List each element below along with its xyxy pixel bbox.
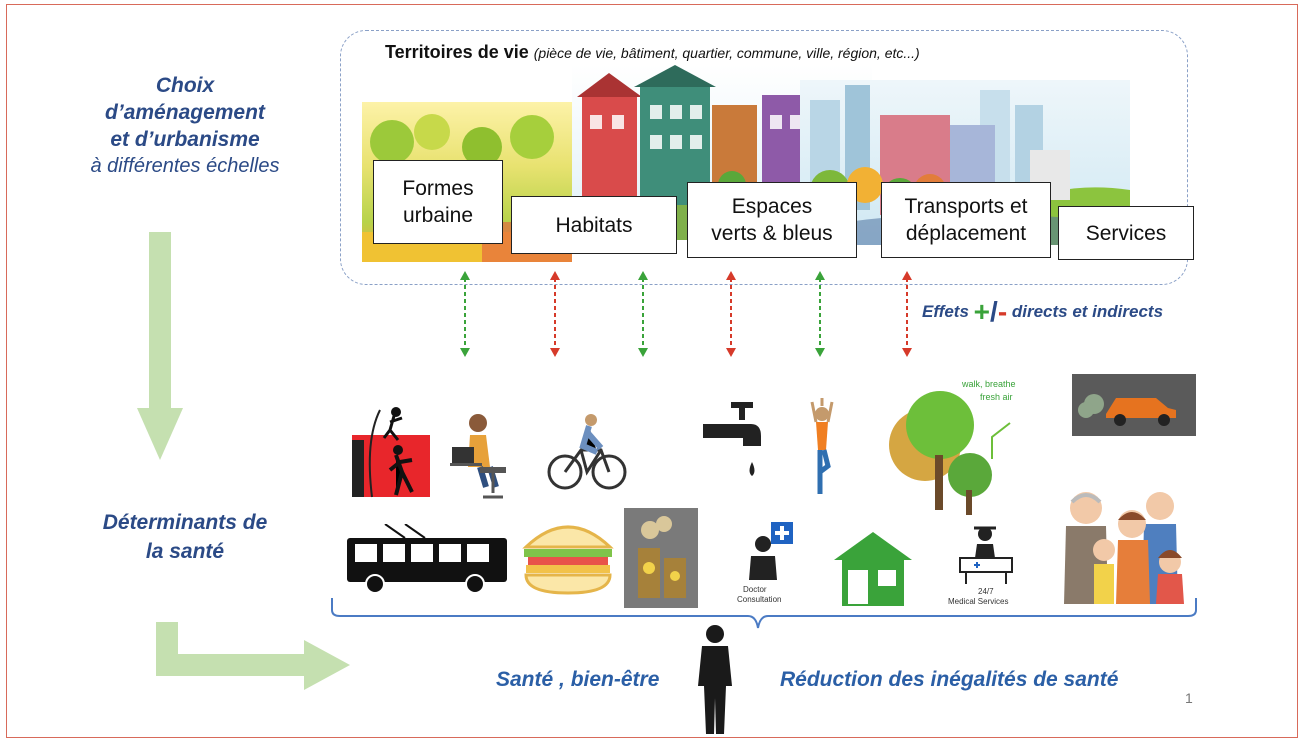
effect-arrow-5 <box>815 271 825 357</box>
effets-suffix: directs et indirects <box>1011 302 1164 321</box>
water-tap-icon <box>703 402 761 476</box>
cyclist-icon <box>547 414 627 490</box>
choix-line-1: Choix <box>155 74 215 97</box>
transports-label-1: Transports et <box>904 195 1028 218</box>
nuclear-pollution-icon <box>624 508 698 608</box>
espaces-label-2: verts & bleus <box>711 222 833 245</box>
habitats-label: Habitats <box>555 213 633 237</box>
family-icon <box>1064 492 1184 604</box>
effect-arrow-4 <box>726 271 736 357</box>
formes-urbaine-box: Formes urbaine <box>373 160 503 244</box>
determinants-bracket <box>331 598 1197 629</box>
choix-line-2: d’aménagement <box>105 101 265 124</box>
doctor-consultation-icon: Doctor Consultation <box>737 522 793 604</box>
person-silhouette-icon <box>698 625 732 734</box>
determinants-title: Déterminants de la santé <box>40 508 330 566</box>
car-pollution-icon <box>1072 374 1196 436</box>
climbing-wall-icon <box>352 407 430 498</box>
espaces-label-1: Espaces <box>731 195 813 218</box>
formes-label-2: urbaine <box>402 204 474 227</box>
effect-arrow-6 <box>902 271 912 357</box>
slide-frame <box>6 4 1298 738</box>
office-worker-icon <box>450 414 506 499</box>
transports-label-2: déplacement <box>905 222 1027 245</box>
yoga-icon <box>810 398 834 494</box>
territoires-de-vie-container <box>340 30 1188 285</box>
effect-arrow-3 <box>638 271 648 357</box>
effect-arrow-1 <box>460 271 470 357</box>
determinants-line-1: Déterminants de <box>102 511 268 534</box>
espaces-verts-bleus-box: Espaces verts & bleus <box>687 182 857 258</box>
page-number: 1 <box>1185 690 1193 706</box>
minus-sign: - <box>997 296 1008 327</box>
medical-text-2: Medical Services <box>948 597 1008 606</box>
habitats-box: Habitats <box>511 196 677 254</box>
choix-line-3: et d’urbanisme <box>110 128 260 151</box>
effets-label: Effets +/- directs et indirects <box>922 296 1163 328</box>
walk-text-2: fresh air <box>980 392 1013 402</box>
doctor-text-2: Consultation <box>737 595 781 604</box>
services-label: Services <box>1085 221 1167 245</box>
services-box: Services <box>1058 206 1194 260</box>
territoires-title: Territoires de vie (pièce de vie, bâtime… <box>385 42 920 63</box>
sante-bien-etre-label: Santé , bien-être <box>496 668 660 691</box>
medical-services-icon: 24/7 Medical Services <box>948 526 1013 606</box>
choix-line-4: à différentes échelles <box>90 155 280 177</box>
slash-sign: / <box>990 296 998 327</box>
formes-label-1: Formes <box>402 177 474 200</box>
reduction-inegalites-label: Réduction des inégalités de santé <box>780 668 1119 691</box>
trolleybus-icon <box>347 524 507 594</box>
burger-icon <box>522 525 614 595</box>
trees-fresh-air-icon: walk, breathe fresh air <box>889 379 1016 515</box>
down-flow-arrow <box>137 232 183 460</box>
effects-arrows <box>460 271 912 357</box>
territoires-title-text: Territoires de vie <box>385 42 529 62</box>
effect-arrow-2 <box>550 271 560 357</box>
walk-text-1: walk, breathe <box>961 379 1016 389</box>
plus-sign: + <box>973 296 991 327</box>
doctor-text-1: Doctor <box>743 585 767 594</box>
medical-text-1: 24/7 <box>978 587 994 596</box>
bent-flow-arrow <box>156 622 350 690</box>
determinants-line-2: la santé <box>145 540 225 563</box>
transports-deplacement-box: Transports et déplacement <box>881 182 1051 258</box>
effets-prefix: Effets <box>922 302 969 321</box>
house-icon <box>834 532 912 606</box>
territoires-subtitle: (pièce de vie, bâtiment, quartier, commu… <box>533 45 920 61</box>
choix-amenagement-title: Choix d’aménagement et d’urbanisme à dif… <box>40 72 330 180</box>
